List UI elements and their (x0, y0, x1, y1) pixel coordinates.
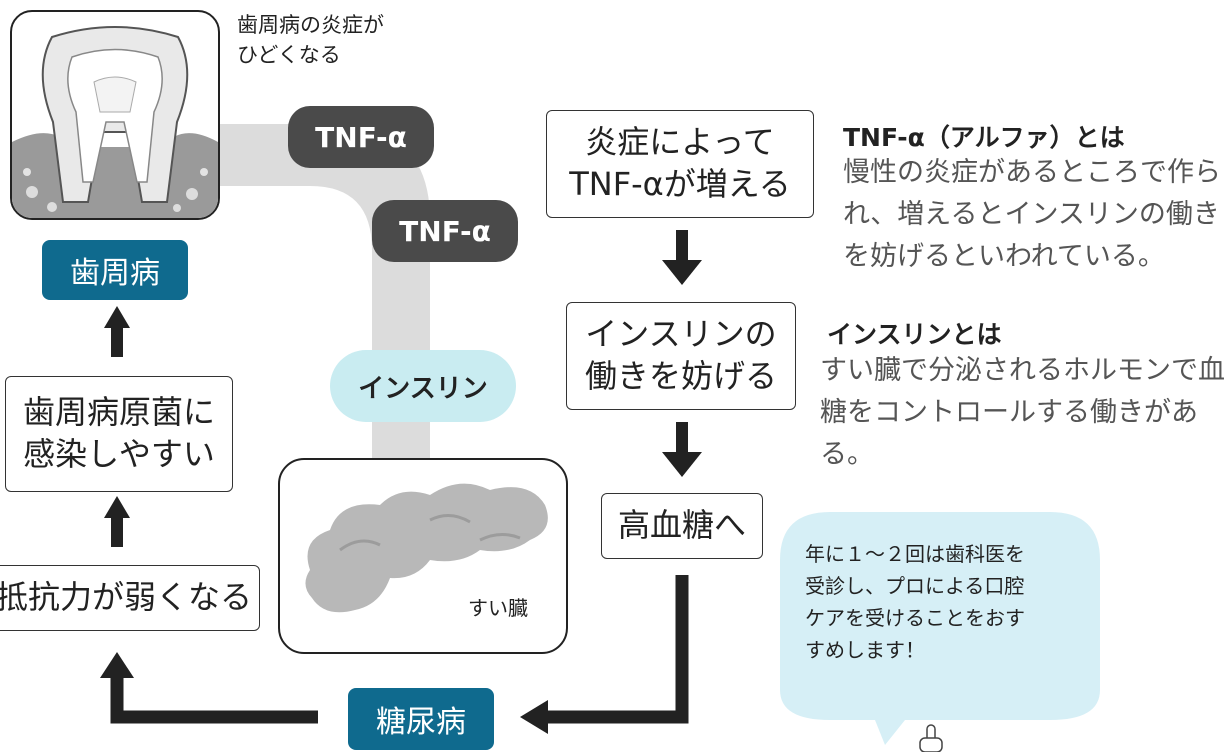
arrow-up-1 (104, 496, 130, 547)
pancreas-caption: すい臓 (468, 596, 528, 620)
tnf-alpha-badge: TNF-α (288, 106, 434, 168)
tooth-icon (12, 26, 218, 218)
arrow-up-2 (104, 306, 130, 357)
insulin-inhibition-step-box: インスリンの 働きを妨げる (566, 302, 796, 410)
pancreas-icon (305, 483, 548, 613)
tnf-definition-title: TNF-α（アルファ）とは (843, 123, 1125, 152)
weakened-resistance-box: 抵抗力が弱くなる (0, 565, 260, 631)
diabetes-label: 糖尿病 (348, 688, 494, 750)
insulin-definition-body: すい臓で分泌されるホルモンで血 糖をコントロールする働きがある。 (820, 355, 1225, 470)
tnf-alpha-badge: TNF-α (372, 200, 518, 262)
pipe (215, 124, 430, 480)
hyperglycemia-step-box: 高血糖へ (601, 493, 763, 559)
speech-bubble-text: 年に１〜２回は歯科医を 受診し、プロによる口腔 ケアを受けることをおす すめしま… (805, 542, 1025, 662)
infection-susceptibility-box: 歯周病原菌に 感染しやすい (5, 376, 233, 492)
tnf-definition-body: 慢性の炎症があるところで作ら れ、増えるとインスリンの働き を妨げるといわれてい… (843, 157, 1221, 272)
tooth-illustration-frame (10, 10, 220, 220)
periodontal-disease-label: 歯周病 (42, 240, 188, 300)
speech-bubble-shape (780, 512, 1100, 745)
arrow-to-diabetes (520, 575, 689, 734)
insulin-definition-title: インスリンとは (827, 320, 1002, 349)
pancreas-illustration-frame: すい臓 (278, 458, 568, 654)
arrow-to-resistance (100, 652, 318, 724)
inflammation-step-box: 炎症によって TNF-αが増える (546, 110, 814, 218)
tooth-caption: 歯周病の炎症が ひどくなる (237, 13, 384, 68)
arrow-down-2 (662, 422, 702, 477)
insulin-badge: インスリン (330, 350, 516, 422)
arrow-down-1 (662, 230, 702, 285)
pointing-hand-icon (919, 724, 943, 752)
